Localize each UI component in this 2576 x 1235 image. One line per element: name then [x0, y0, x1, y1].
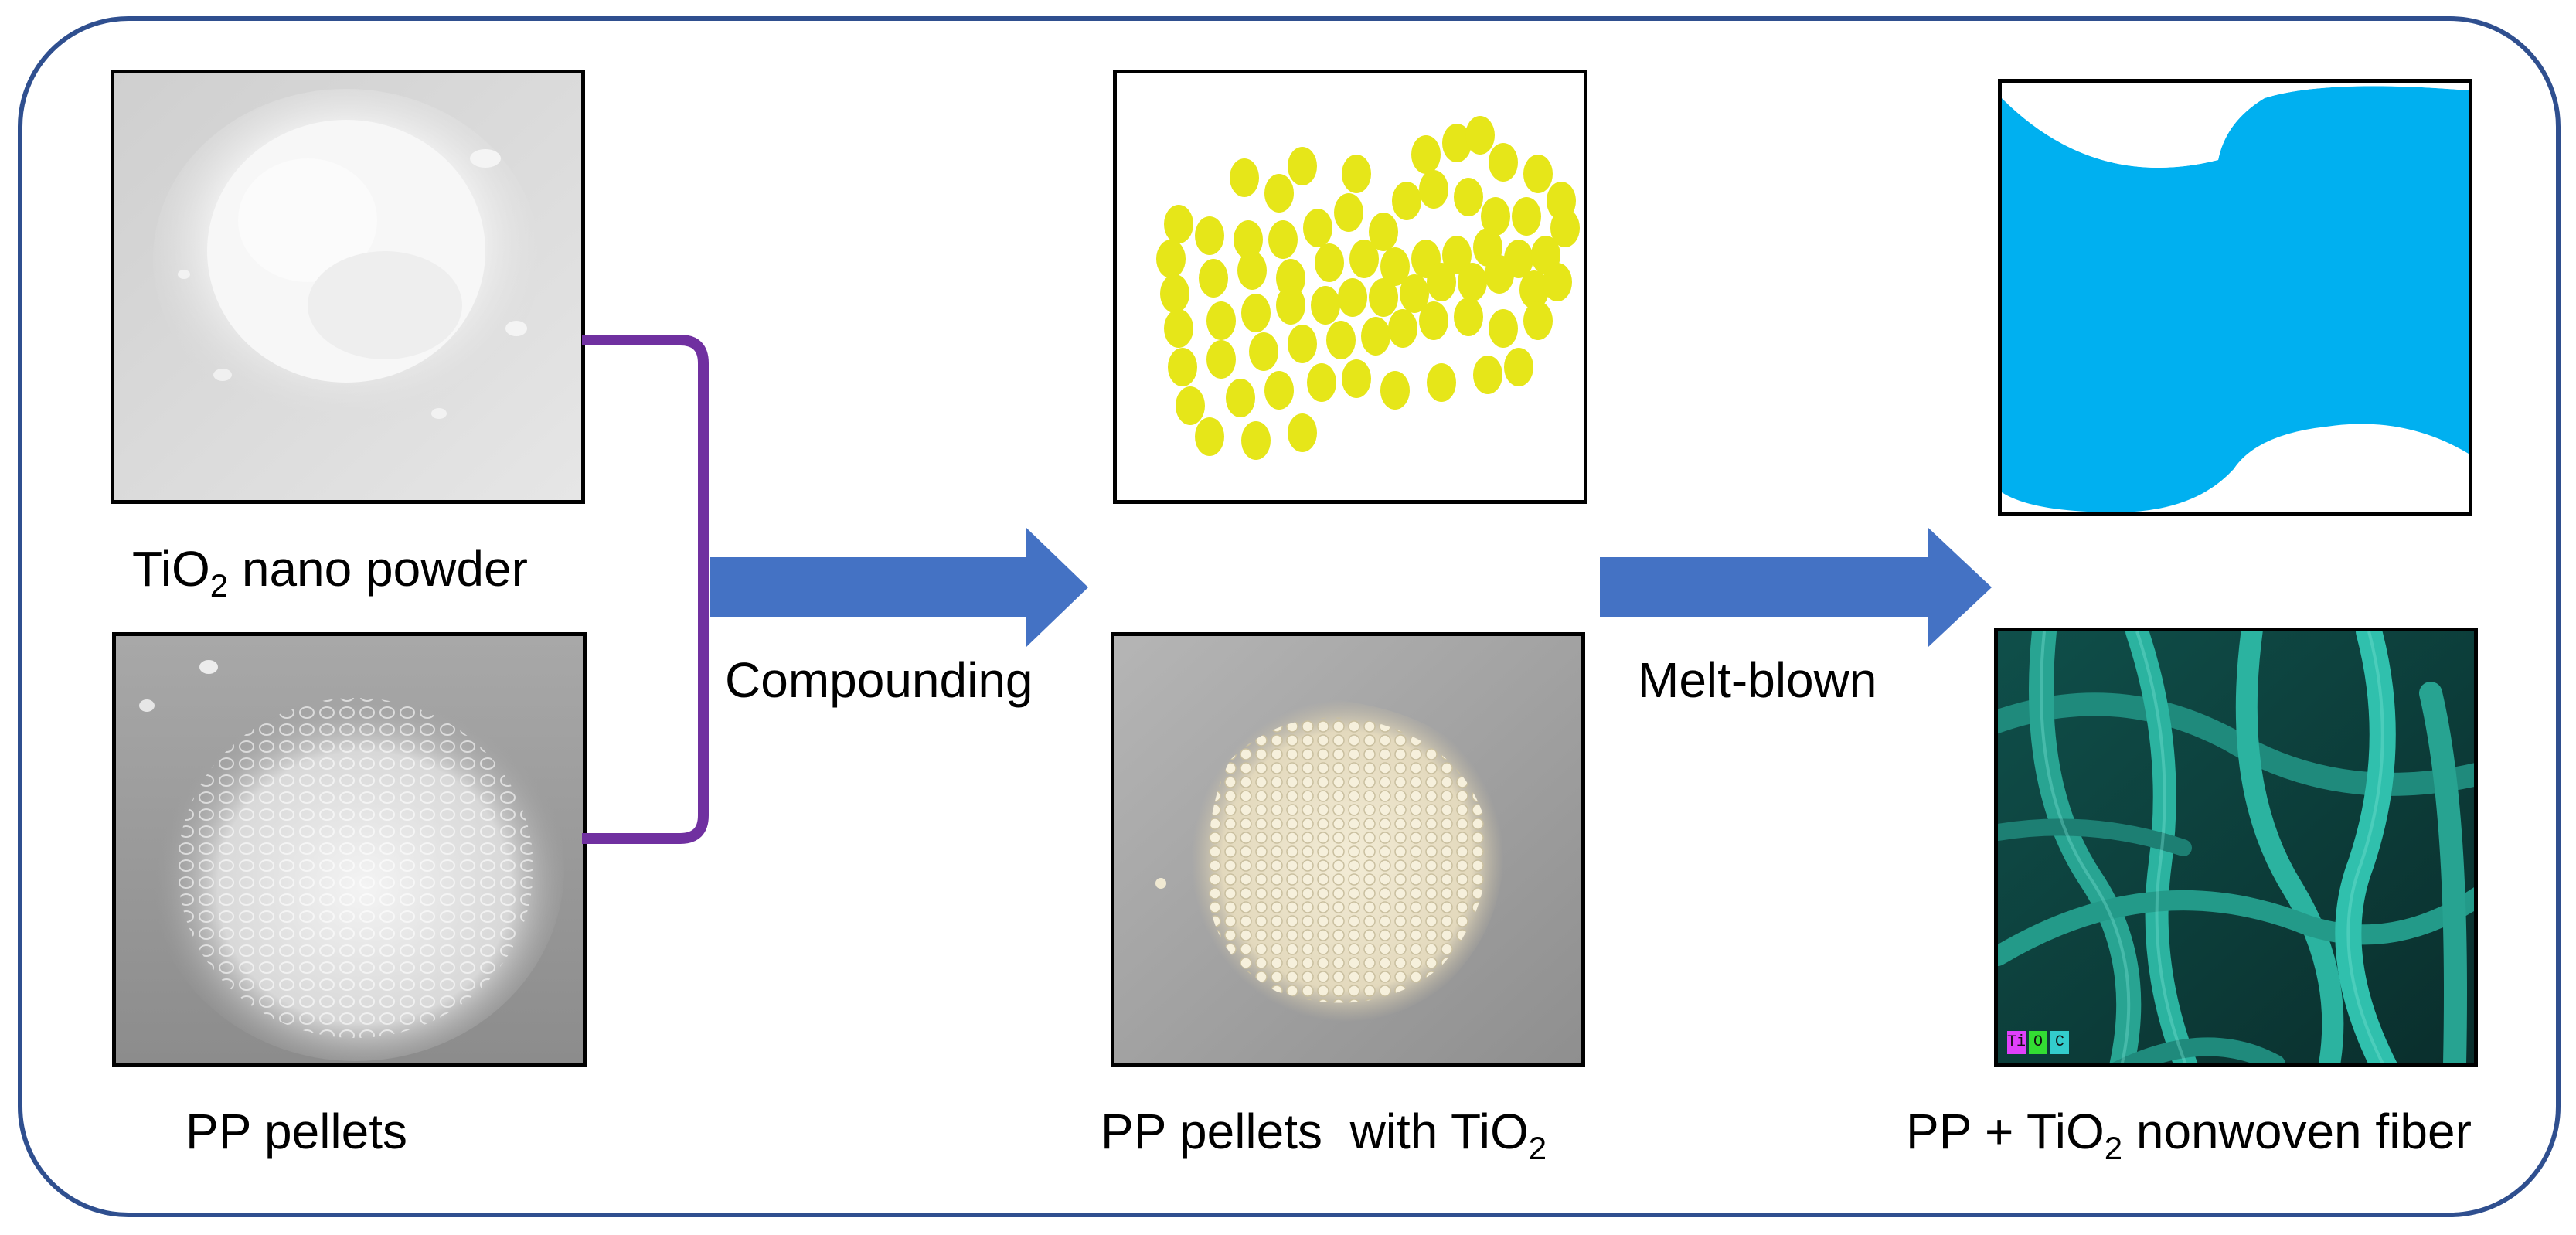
pellet-dot [1489, 309, 1518, 348]
pellet-dot [1206, 340, 1236, 379]
pellet-dot [1442, 236, 1472, 274]
pp-pellets-photo [112, 632, 587, 1067]
pellet-dot [1419, 301, 1448, 340]
pellet-dot [1226, 379, 1255, 417]
pellet-dot [1206, 301, 1236, 340]
pellet-dot [1326, 321, 1356, 359]
pellet-dot [1388, 309, 1417, 348]
pellet-dot [1264, 174, 1294, 213]
pellet-dot [1454, 178, 1483, 216]
pellet-dot [1458, 263, 1487, 301]
eds-legend-o: O [2029, 1031, 2047, 1054]
pellet-dot [1349, 240, 1379, 278]
pellet-dot [1288, 325, 1317, 363]
pellet-dot [1195, 216, 1224, 255]
pellet-dot [1442, 124, 1472, 162]
pellet-dot [1199, 259, 1228, 298]
pellet-schematic [1113, 70, 1587, 504]
pellet-dot [1519, 270, 1549, 309]
pellet-dot [1411, 135, 1441, 174]
pellet-dot [1176, 386, 1205, 425]
pellet-dot [1369, 213, 1398, 251]
pellet-dot [1400, 274, 1429, 313]
melt-blown-label: Melt-blown [1638, 652, 1877, 708]
pp-tio2-pellets-label: PP pellets with TiO2 [1101, 1104, 1547, 1166]
pellet-dot [1303, 209, 1332, 247]
pellet-dot [1523, 301, 1553, 340]
pellet-dot [1168, 348, 1197, 386]
pellet-dot [1392, 182, 1421, 220]
pellet-dot [1164, 309, 1193, 348]
pellet-dot [1241, 294, 1271, 332]
pellet-dot [1380, 371, 1410, 410]
pellet-dot [1473, 356, 1502, 394]
pellet-dot [1465, 116, 1495, 155]
pellet-dot [1311, 286, 1340, 325]
pellet-dot [1361, 317, 1390, 356]
fiber-schematic [1998, 79, 2472, 516]
pellet-dot [1369, 278, 1398, 317]
pellet-dot [1307, 363, 1336, 402]
pellet-dot [1342, 359, 1371, 398]
pellet-dot [1195, 417, 1224, 456]
pellet-dot [1543, 263, 1572, 301]
pellet-dot [1234, 220, 1263, 259]
eds-legend-c: C [2050, 1031, 2069, 1054]
compounding-label: Compounding [725, 652, 1033, 708]
pellet-dot [1276, 259, 1305, 298]
pellet-dot [1512, 197, 1541, 236]
pellet-dot [1380, 247, 1410, 286]
pp-pellets-label: PP pellets [185, 1104, 407, 1159]
pellet-dot [1427, 363, 1456, 402]
pellet-dot [1523, 155, 1553, 193]
pellet-dot [1338, 278, 1367, 317]
pellet-dot [1504, 348, 1533, 386]
pellet-dot [1342, 155, 1371, 193]
pp-tio2-pellets-photo [1111, 632, 1585, 1067]
pellet-dot [1315, 243, 1344, 282]
pellet-dot [1481, 197, 1510, 236]
pellet-dot [1264, 371, 1294, 410]
pellet-dot [1485, 255, 1514, 294]
tio2-powder-photo [111, 70, 585, 504]
pellet-dot [1419, 170, 1448, 209]
eds-legend-ti: Ti [2007, 1031, 2026, 1054]
pellet-dot [1156, 240, 1186, 278]
pellet-dot [1334, 193, 1363, 232]
pellet-dot [1241, 421, 1271, 460]
pellet-dot [1268, 220, 1298, 259]
nonwoven-label: PP + TiO2 nonwoven fiber [1906, 1104, 2472, 1166]
pellet-dot [1427, 263, 1456, 301]
tio2-powder-label: TiO2 nano powder [132, 541, 528, 604]
pellet-dot [1160, 274, 1189, 313]
pellet-dot [1550, 209, 1580, 247]
pellet-dot [1288, 413, 1317, 452]
pellet-dot [1249, 332, 1278, 371]
pellet-dot [1489, 143, 1518, 182]
pellet-dot [1230, 158, 1259, 197]
pellet-dot [1288, 147, 1317, 185]
pellet-dot [1276, 286, 1305, 325]
pellet-dot [1237, 251, 1267, 290]
pellet-dot [1454, 298, 1483, 336]
pellet-dot [1164, 205, 1193, 243]
sem-fiber-image [1994, 628, 2478, 1067]
